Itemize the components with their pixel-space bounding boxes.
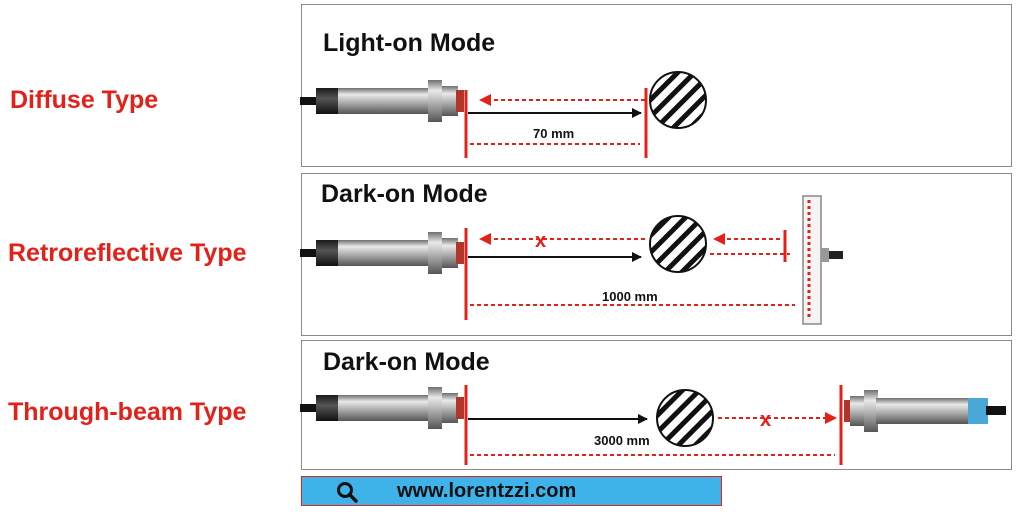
mode-title: Dark-on Mode — [321, 180, 488, 208]
reflector — [802, 195, 843, 325]
distance-label: 1000 mm — [602, 289, 658, 304]
mode-title: Dark-on Mode — [323, 348, 490, 376]
distance-label: 3000 mm — [594, 433, 650, 448]
website-url[interactable]: www.lorentzzi.com — [397, 480, 577, 502]
diffuse-panel: Light-on Mode — [301, 4, 1012, 167]
type-label-diffuse: Diffuse Type — [10, 86, 159, 114]
type-label-through-beam: Through-beam Type — [8, 398, 247, 426]
target-object — [649, 215, 707, 273]
blocked-mark: x — [535, 230, 546, 252]
target-object — [656, 389, 714, 447]
mode-title: Light-on Mode — [323, 29, 496, 57]
type-label-retroreflective: Retroreflective Type — [8, 239, 247, 267]
through-beam-emitter — [300, 387, 464, 429]
distance-label: 70 mm — [533, 126, 574, 141]
search-icon — [337, 482, 358, 503]
through-beam-receiver — [844, 390, 1006, 432]
retroreflective-sensor — [300, 232, 464, 274]
website-bar[interactable]: www.lorentzzi.com — [301, 476, 722, 506]
blocked-mark: x — [760, 409, 771, 431]
diffuse-sensor — [300, 80, 464, 122]
target-object — [649, 71, 707, 129]
